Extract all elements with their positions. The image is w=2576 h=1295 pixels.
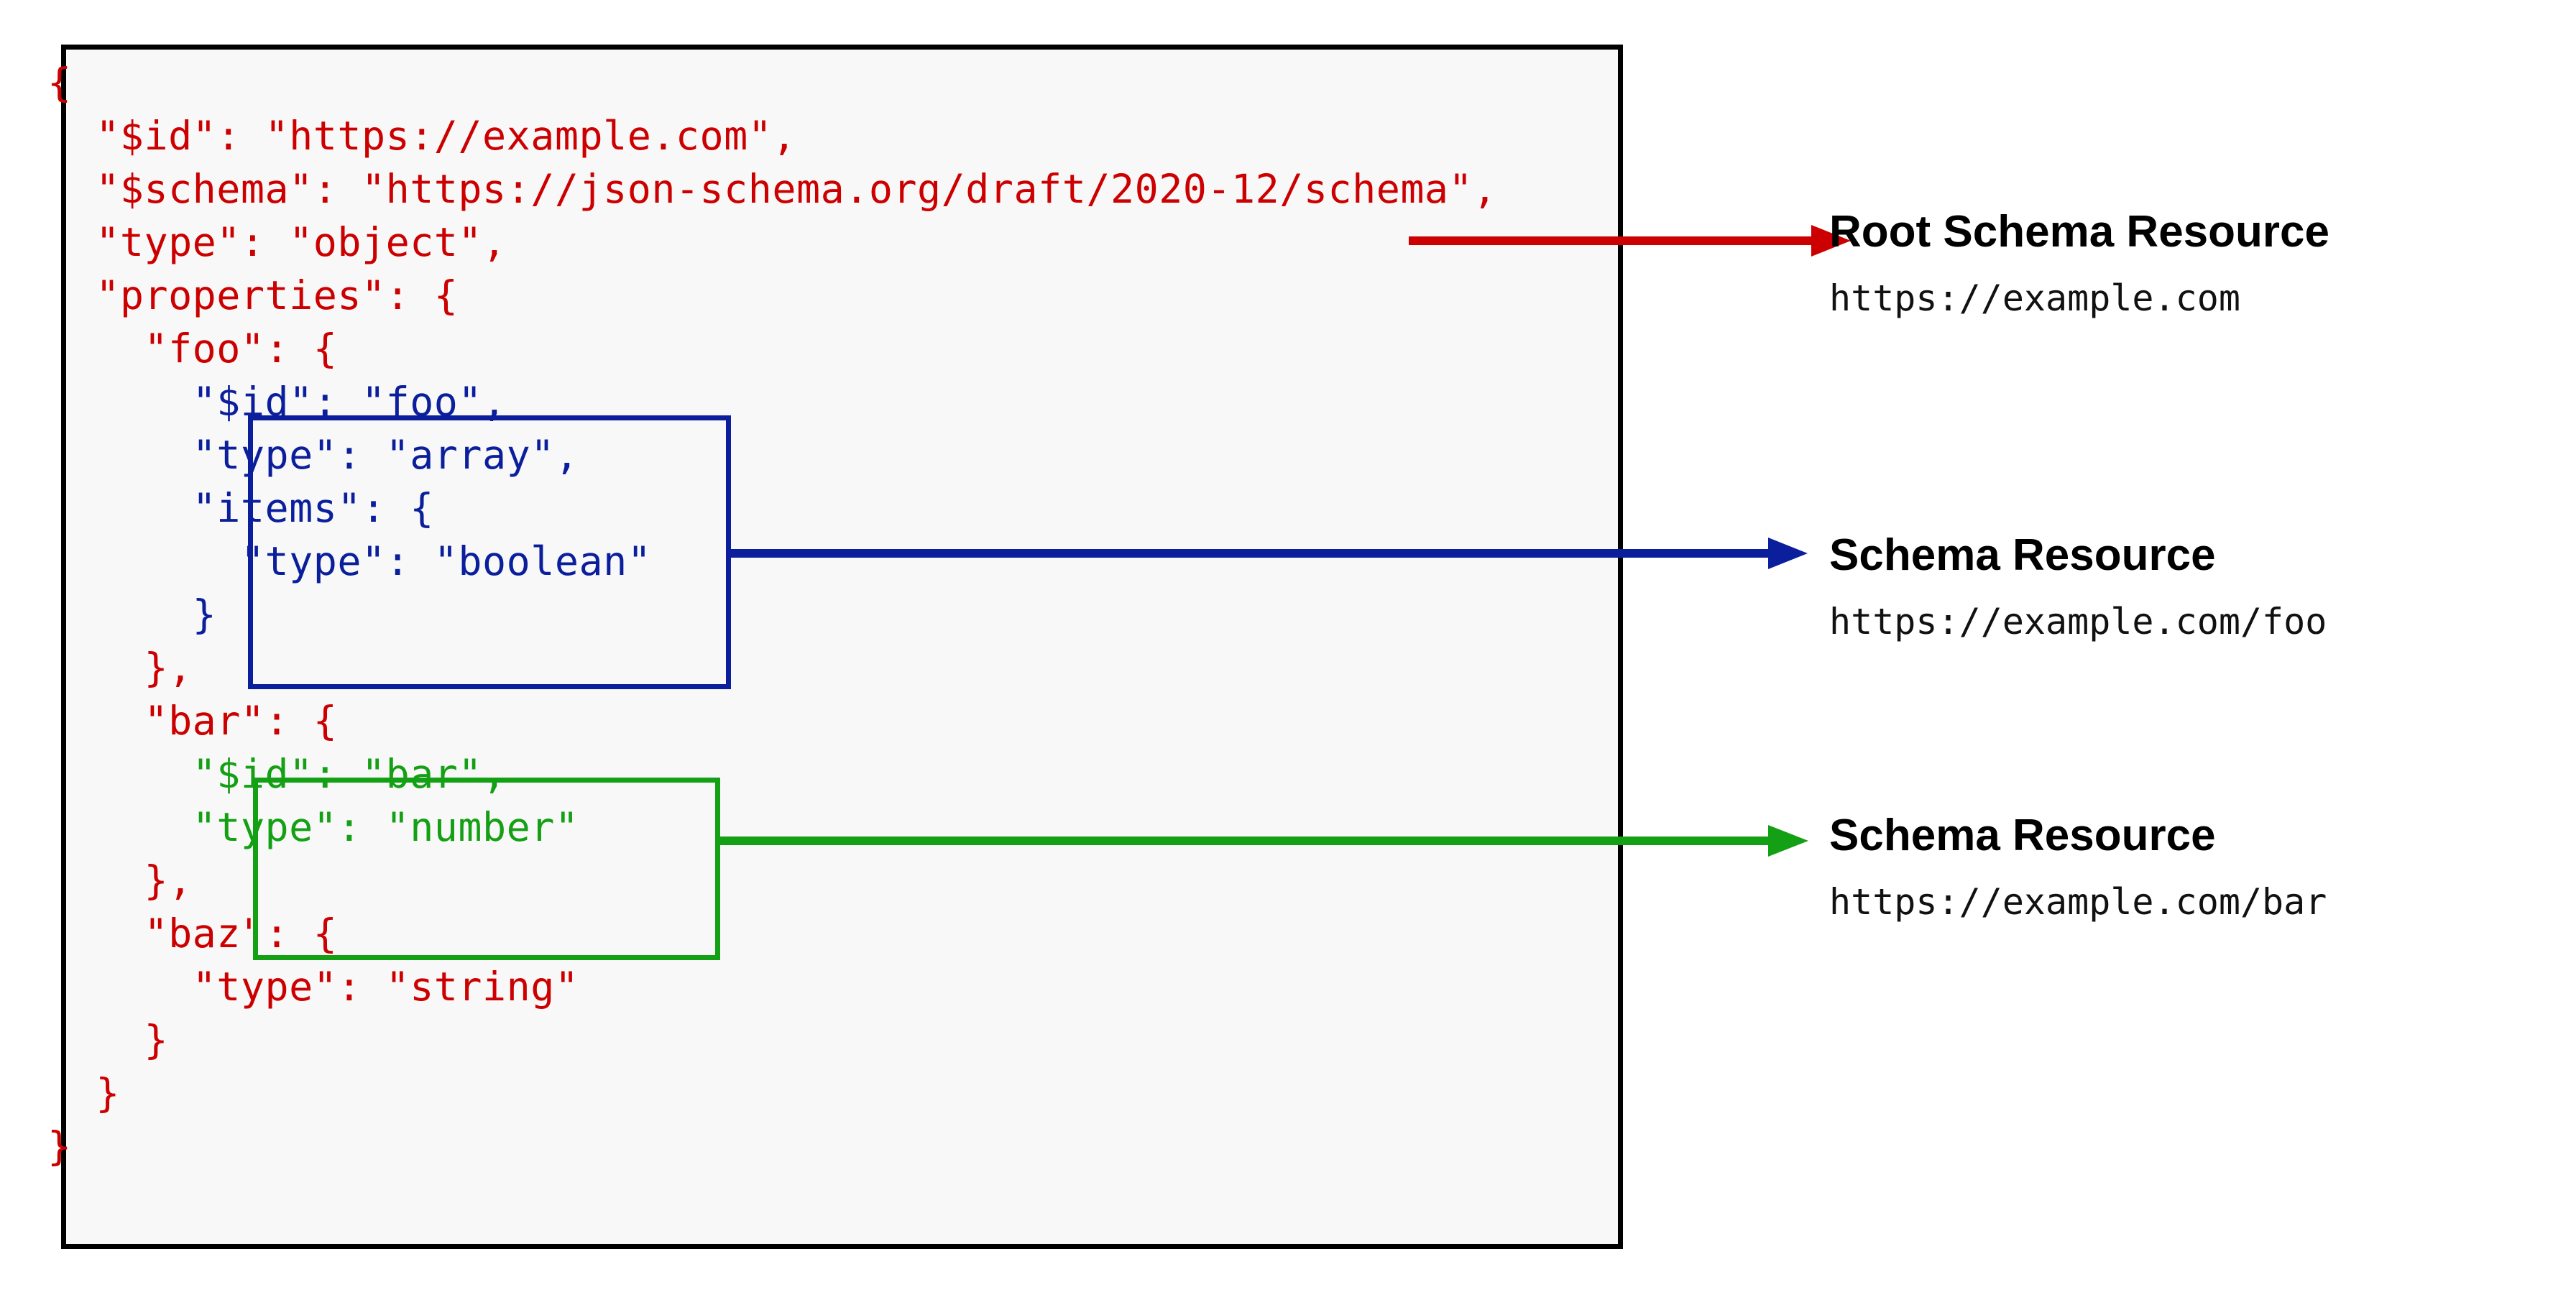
annotation-title: Root Schema Resource: [1829, 207, 2329, 257]
arrow-bar-schema-resource: [717, 825, 1808, 857]
code-line: }: [47, 1070, 120, 1116]
code-line: "bar": {: [47, 698, 338, 744]
annotation-url: https://example.com/bar: [1829, 881, 2327, 923]
code-line: },: [47, 857, 193, 903]
code-line: "$schema": "https://json-schema.org/draf…: [47, 166, 1497, 212]
code-line: "foo": {: [47, 326, 338, 372]
annotation-title: Schema Resource: [1829, 811, 2216, 860]
code-line: }: [47, 1123, 72, 1169]
code-line: "type": "array",: [47, 432, 579, 478]
code-line: "type": "object",: [47, 219, 507, 265]
code-line: "type": "boolean": [47, 538, 652, 584]
arrow-root-schema-resource: [1409, 225, 1851, 257]
code-line: "$id": "bar",: [47, 751, 507, 797]
code-line: "$id": "https://example.com",: [47, 113, 796, 159]
code-line: "type": "number": [47, 804, 579, 850]
code-line: "type": "string": [47, 964, 579, 1010]
code-line: {: [47, 60, 72, 106]
annotation-url: https://example.com: [1829, 277, 2240, 319]
code-line: "baz": {: [47, 911, 338, 957]
code-line: }: [47, 591, 217, 637]
code-line: "items": {: [47, 485, 434, 531]
annotation-root-schema-resource: Root Schema Resource https://example.com: [1829, 207, 2329, 319]
code-line: "properties": {: [47, 272, 459, 318]
json-schema-code-listing: { "$id": "https://example.com", "$schema…: [47, 56, 1497, 1173]
annotation-foo-schema-resource: Schema Resource https://example.com/foo: [1829, 530, 2327, 642]
code-line: },: [47, 645, 193, 691]
annotation-bar-schema-resource: Schema Resource https://example.com/bar: [1829, 811, 2327, 923]
code-line: }: [47, 1017, 169, 1063]
code-panel: [61, 45, 1623, 1249]
arrow-foo-schema-resource: [727, 538, 1808, 569]
code-line: "$id": "foo",: [47, 379, 507, 425]
annotation-url: https://example.com/foo: [1829, 601, 2327, 642]
annotation-title: Schema Resource: [1829, 530, 2216, 580]
